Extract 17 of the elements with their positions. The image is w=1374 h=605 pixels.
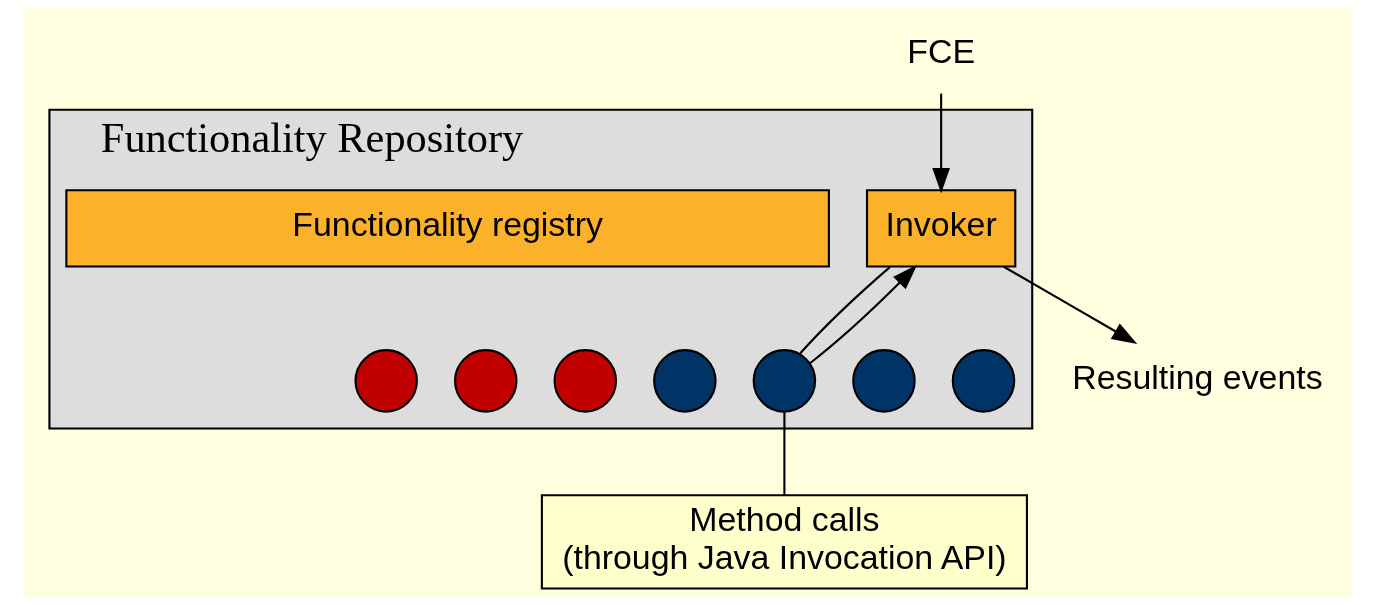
arrow (808, 264, 917, 365)
node-circle (951, 349, 1015, 413)
node-circle (752, 349, 816, 413)
arrow (931, 93, 950, 194)
node-text: Resulting events (1071, 357, 1323, 396)
connector (782, 411, 785, 496)
node-circle (553, 349, 617, 413)
node-circle (453, 349, 517, 413)
node-circle (851, 349, 916, 413)
node-box: Invoker (865, 189, 1016, 268)
node-box: Method calls (through Java Invocation API) (540, 494, 1028, 590)
connector (799, 266, 891, 354)
node-text: FCE (906, 31, 975, 70)
node-circle (652, 349, 717, 413)
node-box: Functionality registry (64, 189, 830, 268)
node-circle (353, 349, 418, 413)
arrow (1002, 265, 1137, 344)
